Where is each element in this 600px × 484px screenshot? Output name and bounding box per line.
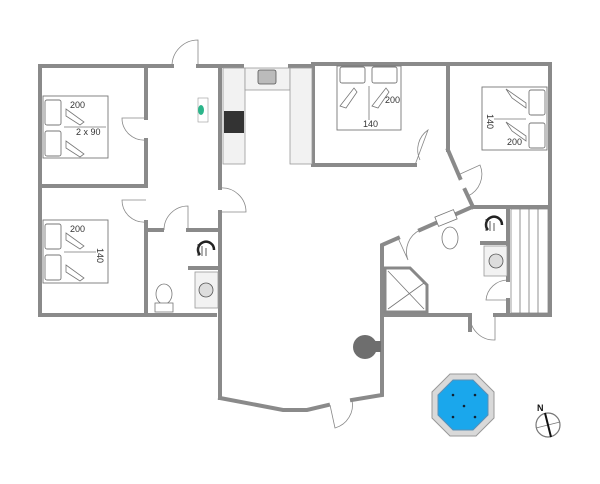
sauna-door[interactable] xyxy=(485,279,509,301)
bedroom-4: 140 200 xyxy=(481,86,548,151)
bathroom2-door[interactable] xyxy=(397,229,421,261)
stove-icon xyxy=(224,111,244,133)
bed-width-label: 140 xyxy=(363,119,378,129)
bed-width-label: 140 xyxy=(95,248,105,263)
bed-length-label: 200 xyxy=(385,95,400,105)
bathroom-1 xyxy=(154,240,219,313)
washbasin-icon xyxy=(198,282,214,298)
side-counter xyxy=(289,67,313,165)
doors xyxy=(121,39,509,429)
light-icon xyxy=(198,105,204,115)
bathroom-2 xyxy=(383,209,508,314)
bed-length-label: 200 xyxy=(70,224,85,234)
sink-icon xyxy=(257,69,277,85)
walls xyxy=(38,62,552,412)
terrace-door[interactable] xyxy=(329,399,353,429)
toilet-icon xyxy=(441,226,459,250)
bedroom2-door[interactable] xyxy=(121,199,147,223)
kitchen xyxy=(197,67,313,165)
bed-size-label: 2 x 90 xyxy=(76,127,101,137)
compass-north-label: N xyxy=(537,403,544,413)
kitchen-door[interactable] xyxy=(219,187,247,213)
bed-length-label: 200 xyxy=(70,100,85,110)
bedroom1-door[interactable] xyxy=(121,117,147,141)
bedroom-2: 200 140 xyxy=(42,219,109,284)
bedroom-1: 200 2 x 90 xyxy=(42,95,109,159)
fireplace-icon xyxy=(353,335,381,359)
sauna-benches xyxy=(510,208,549,314)
hot-tub-icon xyxy=(431,373,495,437)
bed-length-label: 200 xyxy=(507,137,522,147)
compass-icon: N xyxy=(535,403,561,438)
bedroom3-door[interactable] xyxy=(414,128,429,166)
bed-width-label: 140 xyxy=(485,114,495,129)
bedroom-3: 200 140 xyxy=(336,65,402,131)
bathroom1-door[interactable] xyxy=(163,205,189,231)
back-door[interactable] xyxy=(469,314,496,341)
toilet-icon xyxy=(155,283,173,305)
entrance-door[interactable] xyxy=(171,39,199,67)
bedroom4-door[interactable] xyxy=(457,164,483,197)
washbasin-icon xyxy=(488,253,504,269)
